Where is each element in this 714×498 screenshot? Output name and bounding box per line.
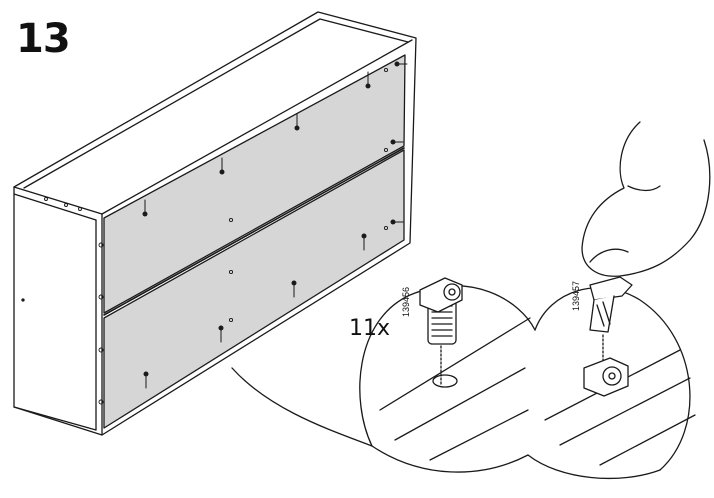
part-number-2: 139457: [571, 280, 581, 311]
nail-markers: [142, 61, 408, 389]
nail-icon: [142, 199, 148, 217]
nail-icon: [143, 371, 149, 389]
dowel-icon: [583, 276, 633, 397]
back-panel: [103, 54, 406, 429]
nail-icon: [390, 139, 404, 145]
cam-lock-fitting-icon: [419, 277, 463, 386]
nail-icon: [361, 233, 367, 251]
detail-callout: [231, 285, 696, 479]
nail-icon: [291, 280, 297, 298]
panel-holes: [21, 67, 389, 405]
nail-icon: [219, 157, 225, 175]
nail-icon: [394, 61, 408, 67]
quantity-label: 11x: [349, 316, 391, 341]
step-number: 13: [16, 16, 71, 62]
nail-icon: [390, 219, 404, 225]
nail-icon: [294, 113, 300, 131]
nail-icon: [365, 71, 371, 89]
pointing-finger-icon: [581, 121, 711, 277]
nail-icon: [218, 325, 224, 343]
part-number-1: 139456: [401, 286, 411, 317]
